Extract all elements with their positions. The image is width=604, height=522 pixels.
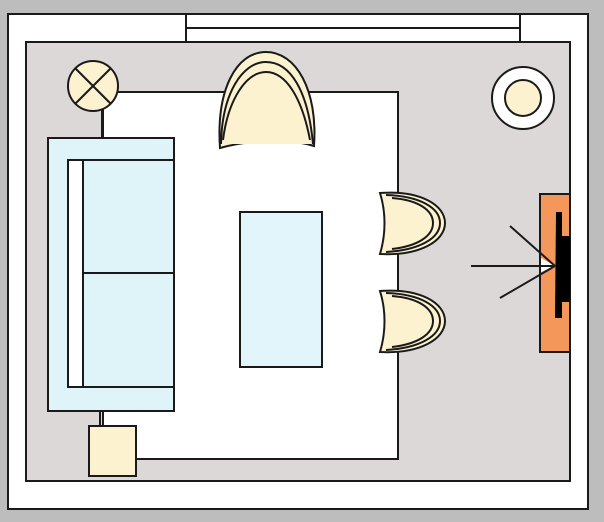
- lamp-cross: [74, 67, 112, 105]
- coffee-table: [239, 211, 323, 368]
- armchair-top: [218, 50, 316, 150]
- fireplace-opening: [555, 212, 570, 318]
- side-table: [88, 425, 137, 477]
- armchair-right-1: [378, 191, 447, 256]
- sofa-armrest: [67, 159, 84, 388]
- heat-ray: [509, 225, 556, 267]
- plant-icon: [504, 79, 542, 117]
- armchair-right-2: [378, 289, 447, 354]
- heat-ray: [499, 265, 556, 299]
